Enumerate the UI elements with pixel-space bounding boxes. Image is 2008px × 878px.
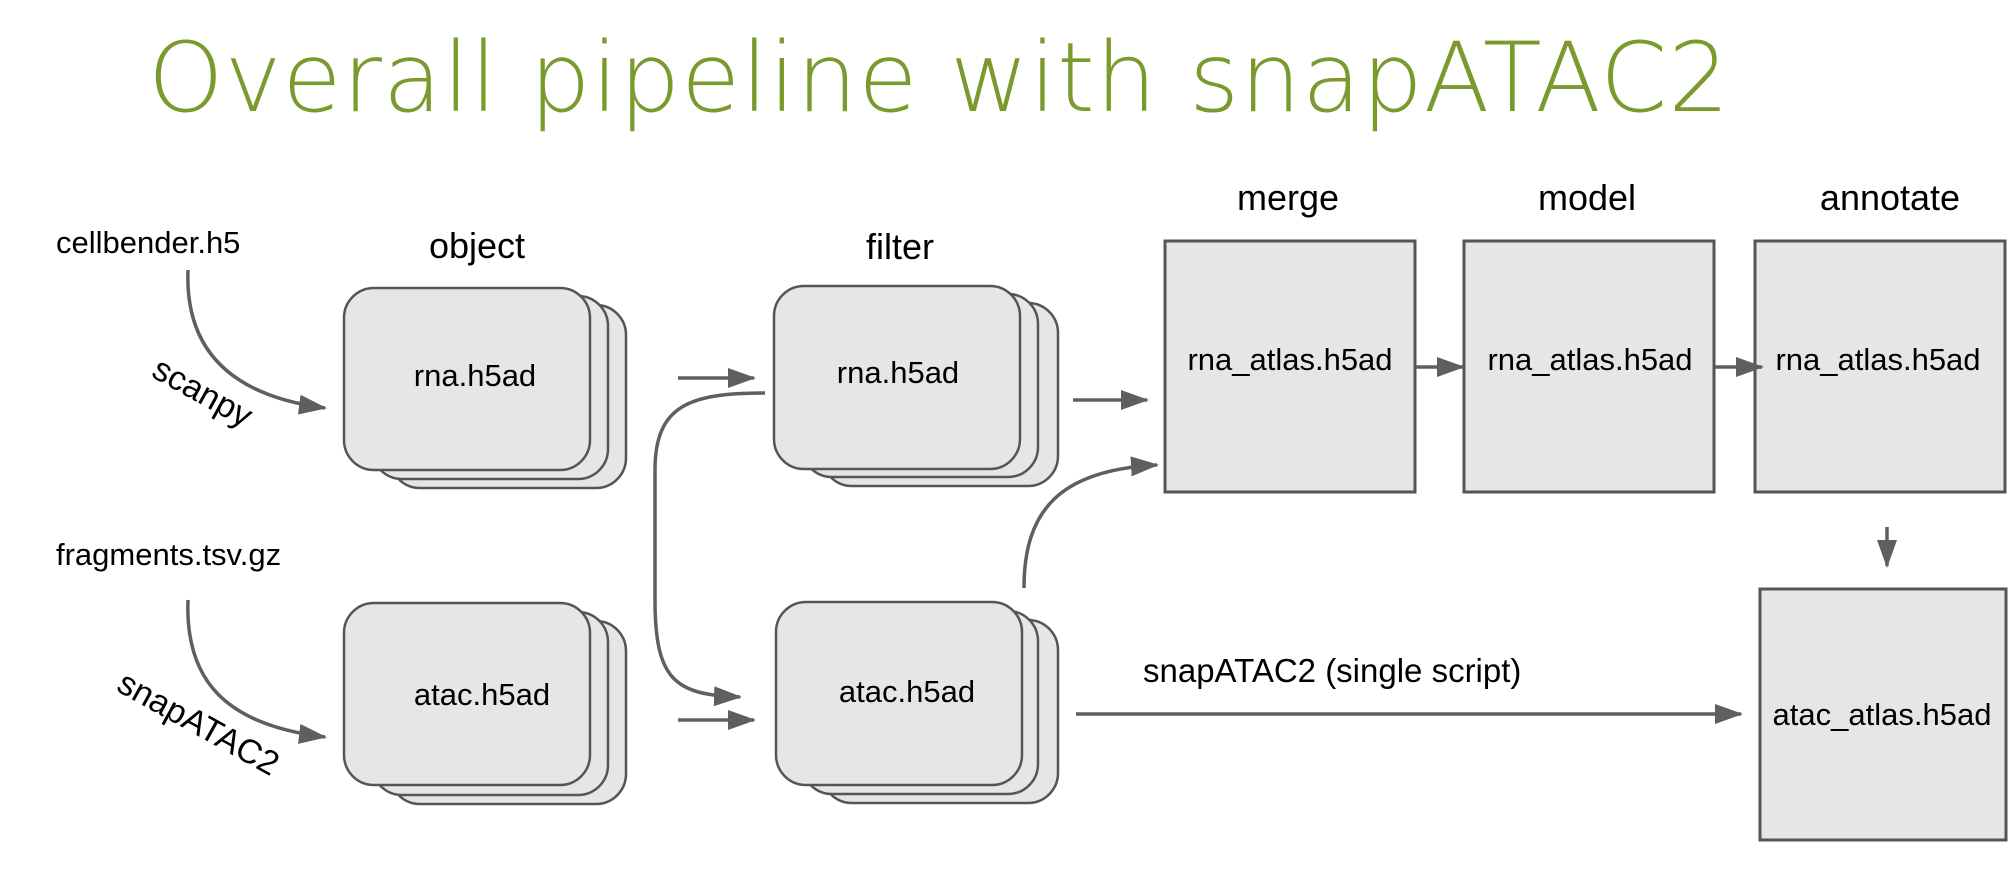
node-merge-rna-atlas-label: rna_atlas.h5ad xyxy=(1187,342,1392,377)
arrow-fragments-to-object-atac xyxy=(186,599,327,744)
stage-label-filter: filter xyxy=(866,226,934,267)
input-cellbender: cellbender.h5 xyxy=(56,225,240,260)
node-filter-atac-label: atac.h5ad xyxy=(839,674,975,709)
node-object-atac-label: atac.h5ad xyxy=(414,677,550,712)
stage-label-model: model xyxy=(1538,177,1636,218)
input-fragments: fragments.tsv.gz xyxy=(56,537,281,572)
node-object-atac: atac.h5ad xyxy=(342,601,628,806)
node-filter-atac: atac.h5ad xyxy=(774,600,1060,805)
node-merge-rna-atlas: rna_atlas.h5ad xyxy=(1163,239,1417,494)
stage-label-object: object xyxy=(429,225,525,266)
tool-label-snapatac2: snapATAC2 xyxy=(111,664,285,784)
node-annotate-rna-atlas: rna_atlas.h5ad xyxy=(1753,239,2007,494)
node-object-rna-label: rna.h5ad xyxy=(414,358,536,393)
slide-title: Overall pipeline with snapATAC2 xyxy=(148,22,1731,134)
node-atac-atlas: atac_atlas.h5ad xyxy=(1758,587,2008,842)
tool-label-snapatac2-single-script: snapATAC2 (single script) xyxy=(1143,652,1521,689)
tool-label-scanpy: scanpy xyxy=(146,350,259,435)
arrow-cellbender-to-object-rna xyxy=(186,269,327,415)
node-filter-rna: rna.h5ad xyxy=(772,284,1060,488)
arrow-filter-atac-to-merge xyxy=(1022,456,1159,589)
node-model-rna-atlas: rna_atlas.h5ad xyxy=(1462,239,1716,494)
node-model-rna-atlas-label: rna_atlas.h5ad xyxy=(1487,342,1692,377)
node-filter-rna-label: rna.h5ad xyxy=(837,355,959,390)
node-annotate-rna-atlas-label: rna_atlas.h5ad xyxy=(1775,342,1980,377)
stage-label-merge: merge xyxy=(1237,177,1339,218)
node-atac-atlas-label: atac_atlas.h5ad xyxy=(1773,697,1992,732)
node-object-rna: rna.h5ad xyxy=(342,286,628,490)
stage-label-annotate: annotate xyxy=(1820,177,1960,218)
arrow-rna-to-atac-link xyxy=(653,391,766,707)
